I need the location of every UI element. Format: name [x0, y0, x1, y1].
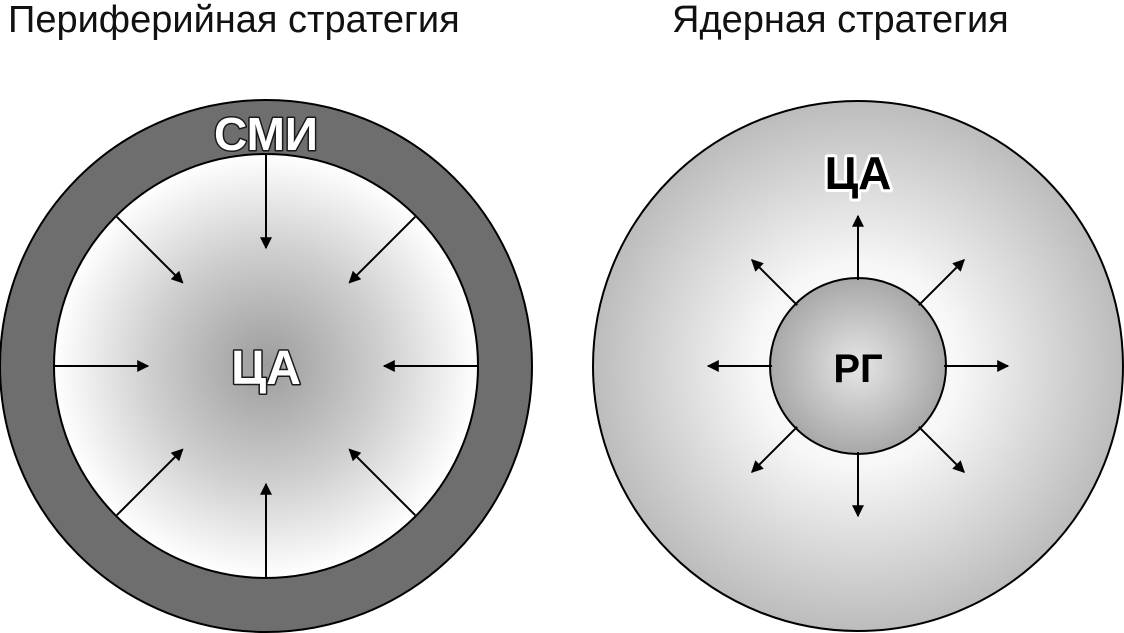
- inward-arrow-2: [348, 448, 416, 516]
- outward-arrow-2: [918, 426, 965, 473]
- inward-arrow-6: [116, 216, 184, 284]
- nuclear-diagram: ЦА РГ: [592, 100, 1124, 632]
- peripheral-center-label: ЦА: [231, 342, 301, 395]
- outward-arrow-8: [918, 259, 965, 306]
- inward-arrow-8: [348, 216, 416, 284]
- peripheral-diagram: СМИ ЦА: [0, 99, 533, 633]
- nuclear-strategy-title: Ядерная стратегия: [672, 0, 1009, 41]
- outward-arrow-6: [751, 259, 798, 306]
- core-group-label: РГ: [833, 347, 882, 391]
- inward-arrow-4: [116, 448, 184, 516]
- media-ring-label: СМИ: [214, 108, 318, 160]
- outward-arrow-4: [751, 426, 798, 473]
- inward-arrows: [55, 155, 477, 577]
- peripheral-strategy-title: Периферийная стратегия: [8, 0, 460, 41]
- outward-arrows: [706, 214, 1010, 518]
- nuclear-outer-label: ЦА: [825, 147, 892, 199]
